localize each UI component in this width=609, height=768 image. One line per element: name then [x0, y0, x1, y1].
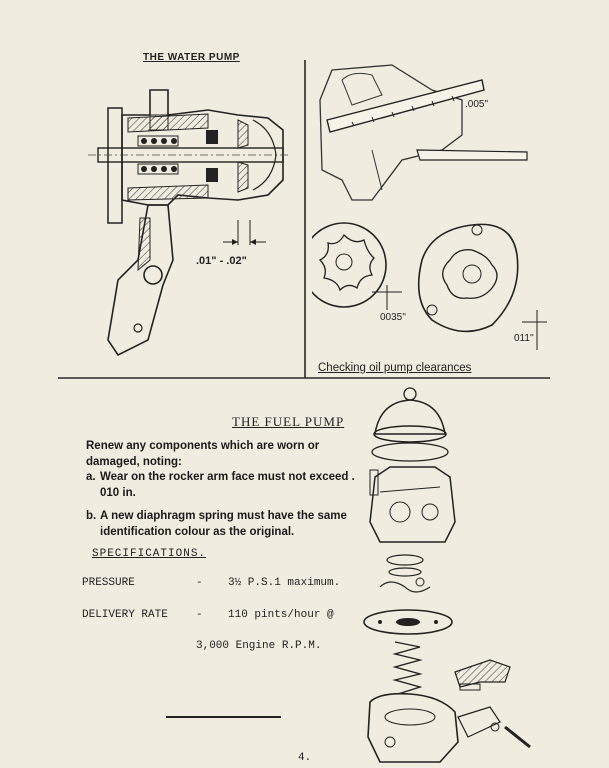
water-pump-clearance-label: .01" - .02": [196, 255, 247, 267]
fuel-pump-title: THE FUEL PUMP: [232, 414, 345, 429]
spec-row-label: PRESSURE: [82, 577, 135, 589]
instruction-text: Wear on the rocker arm face must not exc…: [100, 471, 355, 499]
fuel-pump-instructions: Renew any components which are worn or d…: [86, 439, 366, 540]
oil-pump-caption: Checking oil pump clearances: [318, 362, 472, 374]
closing-rule: [166, 716, 281, 718]
body-clearance-label: 011'': [514, 333, 534, 344]
spec-row-dash: -: [196, 577, 203, 589]
oil-pump-diagram: [312, 64, 547, 350]
fuel-pump-intro: Renew any components which are worn or d…: [86, 440, 320, 468]
fuel-pump-exploded-diagram: [363, 387, 531, 763]
water-pump-diagram: [88, 89, 288, 357]
instruction-item: b. A new diaphragm spring must have the …: [86, 509, 366, 540]
instruction-letter: a.: [86, 471, 96, 483]
water-pump-title: THE WATER PUMP: [143, 52, 240, 63]
instruction-text: A new diaphragm spring must have the sam…: [100, 510, 347, 538]
page-number: 4.: [298, 752, 312, 764]
spec-row-value: 110 pints/hour @: [228, 609, 334, 621]
spec-row-label: DELIVERY RATE: [82, 609, 168, 621]
specifications-heading: SPECIFICATIONS.: [92, 548, 207, 560]
rotor-clearance-label: 0035'': [380, 312, 407, 323]
instruction-letter: b.: [86, 510, 97, 522]
feeler-gauge-label: .005": [465, 99, 489, 110]
spec-row-value: 3,000 Engine R.P.M.: [196, 640, 322, 652]
spec-row-dash: -: [196, 609, 203, 621]
spec-row-value: 3½ P.S.1 maximum.: [228, 577, 341, 589]
instruction-item: a. Wear on the rocker arm face must not …: [86, 470, 366, 501]
